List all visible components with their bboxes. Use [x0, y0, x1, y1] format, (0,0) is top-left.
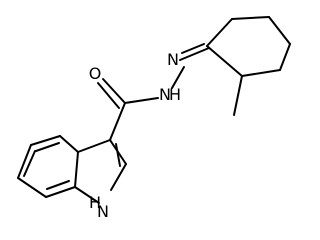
amide-nitrogen-label: N — [159, 85, 171, 104]
imine-nitrogen-atom: N — [167, 50, 179, 69]
methyl-bond — [233, 75, 243, 116]
amide-nh-group: N H — [159, 85, 181, 104]
indole-nitrogen-label: N — [97, 202, 109, 221]
benzene-ring-bonds — [17, 135, 79, 198]
indole-nh-group: N H — [89, 193, 109, 221]
pyrrole-ring-bonds — [74, 139, 127, 204]
imine-nitrogen-label: N — [167, 50, 179, 69]
amide-hydrogen-label: H — [169, 85, 181, 104]
cyclohexane-ring-bonds — [206, 16, 291, 77]
oxygen-label: O — [89, 64, 102, 83]
oxygen-atom: O — [89, 64, 102, 83]
hydrazone-bonds — [171, 43, 210, 89]
indole-hydrogen-label: H — [89, 193, 101, 212]
structural-formula: O N H N N H — [17, 16, 291, 221]
carboxamide-bonds — [97, 78, 159, 141]
